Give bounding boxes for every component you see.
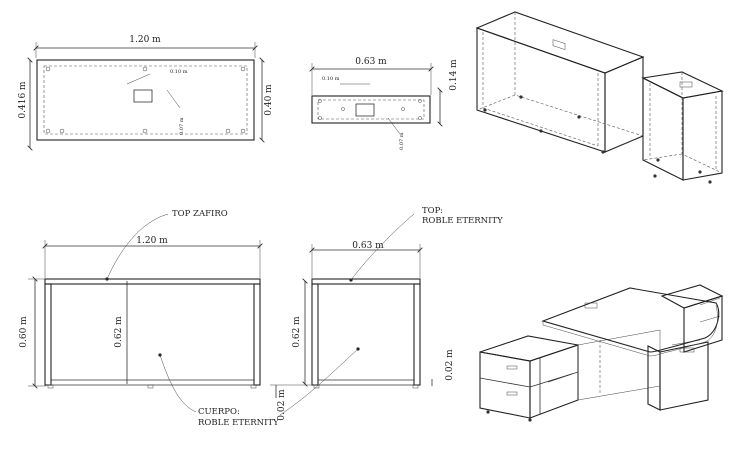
drawer-handle bbox=[506, 391, 518, 396]
cable-hole bbox=[133, 89, 153, 103]
side-thickness-label: 0.02 m bbox=[277, 389, 287, 421]
fixing-point bbox=[318, 99, 322, 103]
fixing-point bbox=[45, 128, 51, 134]
top-plan-left-view: 1.20 m 0.416 m 0.40 m 0.10 m 0.07 m bbox=[18, 35, 274, 148]
work-surface-edge bbox=[542, 304, 718, 357]
work-surface-top bbox=[541, 287, 720, 353]
pedestal-top-face bbox=[479, 335, 579, 362]
grommet bbox=[679, 81, 693, 88]
body-material-callout-line2: ROBLE ETERNITY bbox=[198, 418, 279, 428]
credenza-front-face bbox=[476, 27, 606, 153]
isometric-desk-view bbox=[479, 284, 724, 422]
inner-height-label: 0.62 m bbox=[114, 316, 124, 348]
fixing-point bbox=[142, 128, 148, 134]
return-right-panel bbox=[413, 283, 421, 386]
top-plan-right-view: 0.63 m 0.14 m 0.10 m 0.07 m bbox=[312, 57, 459, 150]
grommet bbox=[552, 39, 566, 50]
top-material-callout-line2: ROBLE ETERNITY bbox=[422, 216, 503, 226]
leveler-foot bbox=[656, 158, 660, 162]
leveler-foot bbox=[601, 150, 605, 154]
front-elevation-left-view: 1.20 m 0.60 m 0.62 m TOP ZAFIRO CUERPO: … bbox=[19, 209, 279, 428]
cabinet-front-face bbox=[642, 77, 684, 181]
credenza-side-face bbox=[604, 56, 644, 153]
hole-width-label: 0.10 m bbox=[322, 76, 340, 82]
width-dimension-label: 0.63 m bbox=[355, 57, 387, 67]
top-panel-outline bbox=[311, 95, 431, 124]
width-dimension-label: 0.63 m bbox=[352, 241, 384, 251]
body-callout-leader bbox=[159, 354, 197, 413]
fixing-point bbox=[240, 66, 246, 72]
desk-top-panel bbox=[44, 278, 261, 285]
fixing-point bbox=[240, 128, 246, 134]
return-left-panel bbox=[311, 283, 319, 386]
top-panel-outline bbox=[36, 59, 255, 141]
leveler-foot bbox=[653, 174, 657, 178]
pedestal-side-face bbox=[529, 344, 579, 419]
leveler-foot bbox=[698, 170, 702, 174]
top-material-callout-line1: TOP: bbox=[422, 206, 443, 216]
top-callout-leader bbox=[350, 213, 415, 281]
isometric-credenza-view bbox=[475, 11, 724, 184]
leveler-foot bbox=[708, 180, 712, 184]
leveler-foot bbox=[519, 95, 523, 99]
front-elevation-right-view: 0.63 m 0.62 m TOP: ROBLE ETERNITY 0.02 m… bbox=[270, 206, 503, 421]
height-dimension-label: 0.62 m bbox=[292, 316, 302, 348]
leveler-foot bbox=[483, 108, 487, 112]
drawer-handle bbox=[506, 365, 518, 370]
pedestal-front-face bbox=[479, 351, 531, 419]
return-top-panel bbox=[311, 278, 421, 285]
fixing-point bbox=[318, 116, 322, 120]
inner-frame-dashed bbox=[43, 65, 248, 135]
cable-hole bbox=[355, 103, 375, 117]
fixing-point bbox=[225, 128, 231, 134]
leveler-foot bbox=[577, 115, 581, 119]
right-side-panel bbox=[253, 283, 261, 386]
fixing-point bbox=[142, 66, 148, 72]
fixing-point bbox=[418, 99, 422, 103]
body-callout-leader bbox=[279, 348, 359, 416]
fixing-point bbox=[418, 116, 422, 120]
outer-height-label: 0.60 m bbox=[19, 316, 29, 348]
width-dimension-label: 1.20 m bbox=[136, 236, 168, 246]
fixing-point bbox=[45, 66, 51, 72]
height-dimension-label: 0.14 m bbox=[449, 59, 459, 91]
fixing-point bbox=[401, 107, 405, 111]
inner-frame-dashed bbox=[317, 99, 425, 120]
cabinet-top-face bbox=[641, 71, 724, 99]
credenza-top-face bbox=[475, 11, 645, 74]
desk-grommet bbox=[584, 302, 598, 309]
body-material-callout-line1: CUERPO: bbox=[198, 407, 240, 417]
left-side-panel bbox=[44, 283, 52, 386]
fixing-point bbox=[341, 107, 345, 111]
top-callout-leader bbox=[106, 213, 169, 280]
fixing-point bbox=[59, 128, 65, 134]
hole-width-label: 0.10 m bbox=[170, 69, 188, 75]
hole-depth-label: 0.07 m bbox=[179, 117, 185, 135]
hole-depth-label: 0.07 m bbox=[399, 132, 405, 150]
inner-depth-label: 0.40 m bbox=[264, 84, 274, 116]
back-cabinet-top bbox=[660, 284, 724, 309]
leveler-foot bbox=[539, 129, 543, 133]
top-material-callout: TOP ZAFIRO bbox=[172, 209, 228, 219]
width-dimension-label: 1.20 m bbox=[129, 35, 161, 45]
outer-depth-label: 0.416 m bbox=[18, 81, 28, 119]
bottom-thickness-label: 0.02 m bbox=[445, 349, 455, 381]
